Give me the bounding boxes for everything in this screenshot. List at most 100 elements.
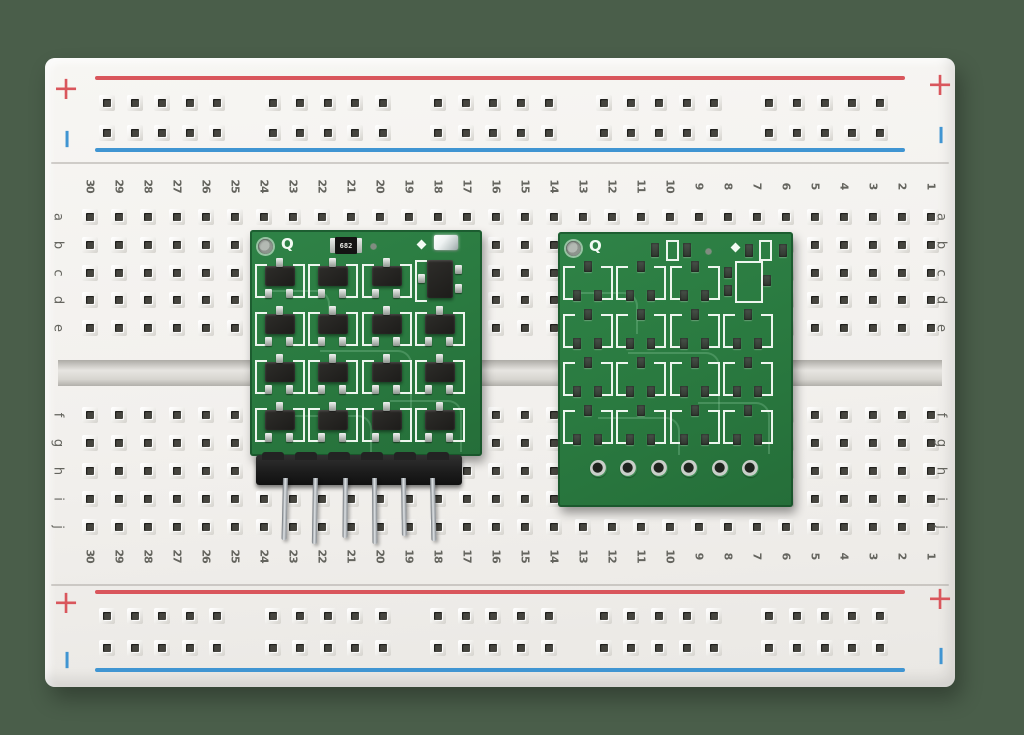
- silkscreen-bracket: [255, 408, 267, 442]
- terminal-strip-hole: [546, 209, 562, 225]
- breadboard-hole-opening: [115, 411, 123, 419]
- terminal-strip-hole: [546, 519, 562, 535]
- terminal-strip-hole: [865, 491, 881, 507]
- breadboard-hole-opening: [840, 411, 848, 419]
- breadboard-hole-opening: [492, 411, 500, 419]
- breadboard-hole-opening: [289, 213, 297, 221]
- silkscreen-bracket: [346, 360, 358, 394]
- breadboard-hole-opening: [517, 129, 525, 137]
- transistor-lead: [436, 306, 443, 315]
- terminal-strip-hole: [430, 209, 446, 225]
- terminal-strip-hole: [285, 519, 301, 535]
- sot23-footprint: [616, 356, 666, 400]
- breadboard-hole-opening: [545, 644, 553, 652]
- breadboard-hole-opening: [202, 467, 210, 475]
- breadboard-hole-opening: [545, 129, 553, 137]
- row-letter-label: g: [933, 438, 949, 448]
- breadboard-hole-opening: [324, 644, 332, 652]
- transistor-lead: [286, 433, 293, 442]
- minus-symbol: −: [52, 649, 82, 671]
- breadboard-hole-opening: [811, 241, 819, 249]
- transistor-lead: [393, 289, 400, 298]
- terminal-strip-hole: [488, 435, 504, 451]
- terminal-strip-hole: [82, 292, 98, 308]
- terminal-strip-hole: [865, 320, 881, 336]
- power-rail-hole: [458, 125, 474, 141]
- breadboard-hole-opening: [158, 644, 166, 652]
- solder-pad: [744, 357, 752, 368]
- breadboard-hole-opening: [521, 439, 529, 447]
- terminal-strip-hole: [865, 407, 881, 423]
- silkscreen-bracket: [415, 408, 427, 442]
- breadboard-hole-opening: [782, 523, 790, 531]
- terminal-strip-hole: [807, 463, 823, 479]
- breadboard-hole-opening: [86, 269, 94, 277]
- breadboard-hole-opening: [521, 495, 529, 503]
- breadboard-hole-opening: [898, 324, 906, 332]
- breadboard-hole-opening: [86, 411, 94, 419]
- terminal-strip-hole: [111, 407, 127, 423]
- column-number-label: 27: [170, 179, 184, 193]
- row-letter-label: c: [50, 269, 66, 277]
- breadboard-hole-opening: [103, 99, 111, 107]
- terminal-strip-hole: [169, 265, 185, 281]
- terminal-strip-hole: [836, 265, 852, 281]
- mounting-pad: [566, 241, 581, 256]
- transistor-lead: [393, 337, 400, 346]
- solder-pad: [637, 357, 645, 368]
- breadboard-hole-opening: [927, 467, 935, 475]
- breadboard-hole-opening: [492, 324, 500, 332]
- breadboard-hole-opening: [379, 129, 387, 137]
- transistor-lead: [276, 354, 283, 363]
- silkscreen-bracket: [346, 264, 358, 298]
- power-rail-hole: [127, 640, 143, 656]
- sot23-footprint: [670, 308, 720, 352]
- board-seam: [51, 162, 949, 164]
- silkscreen-bracket: [708, 266, 720, 300]
- breadboard-hole-opening: [260, 495, 268, 503]
- breadboard-hole-opening: [434, 612, 442, 620]
- breadboard-hole-opening: [86, 523, 94, 531]
- row-letter-label: e: [933, 324, 949, 332]
- breadboard-hole-opening: [202, 411, 210, 419]
- silkscreen-outline: [666, 240, 679, 261]
- terminal-strip-hole: [82, 265, 98, 281]
- breadboard-hole-opening: [86, 213, 94, 221]
- column-number-label: 10: [663, 549, 677, 563]
- transistor-lead: [318, 385, 325, 394]
- breadboard-hole-opening: [517, 644, 525, 652]
- resistor-value-label: 682: [339, 241, 353, 250]
- power-rail-hole: [430, 95, 446, 111]
- silkscreen-bracket: [255, 264, 267, 298]
- transistor-lead: [372, 337, 379, 346]
- transistor-lead: [425, 433, 432, 442]
- silkscreen-bracket: [362, 408, 374, 442]
- terminal-strip-hole: [227, 237, 243, 253]
- power-rail-hole: [292, 608, 308, 624]
- smd-transistor: [308, 258, 358, 302]
- terminal-strip-hole: [517, 237, 533, 253]
- smd-resistor-682: 682: [330, 237, 362, 254]
- terminal-strip-hole: [923, 209, 939, 225]
- terminal-strip-hole: [894, 292, 910, 308]
- transistor-lead: [265, 337, 272, 346]
- breadboard-hole-opening: [202, 241, 210, 249]
- positive-rail-line: [95, 76, 905, 80]
- power-rail-hole: [375, 95, 391, 111]
- solder-pad: [754, 434, 762, 445]
- breadboard-hole-opening: [898, 411, 906, 419]
- breadboard-hole-opening: [202, 439, 210, 447]
- power-rail-hole: [651, 125, 667, 141]
- negative-rail-line: [95, 668, 905, 672]
- breadboard-hole-opening: [492, 241, 500, 249]
- column-number-label: 22: [315, 179, 329, 193]
- power-rail-hole: [706, 125, 722, 141]
- breadboard-hole-opening: [811, 467, 819, 475]
- silkscreen-bracket: [654, 410, 666, 444]
- power-rail-hole: [127, 95, 143, 111]
- silkscreen-bracket: [761, 314, 773, 348]
- power-rail-hole: [596, 640, 612, 656]
- silkscreen-bracket: [708, 314, 720, 348]
- terminal-strip-hole: [488, 463, 504, 479]
- header-pin: [372, 477, 378, 545]
